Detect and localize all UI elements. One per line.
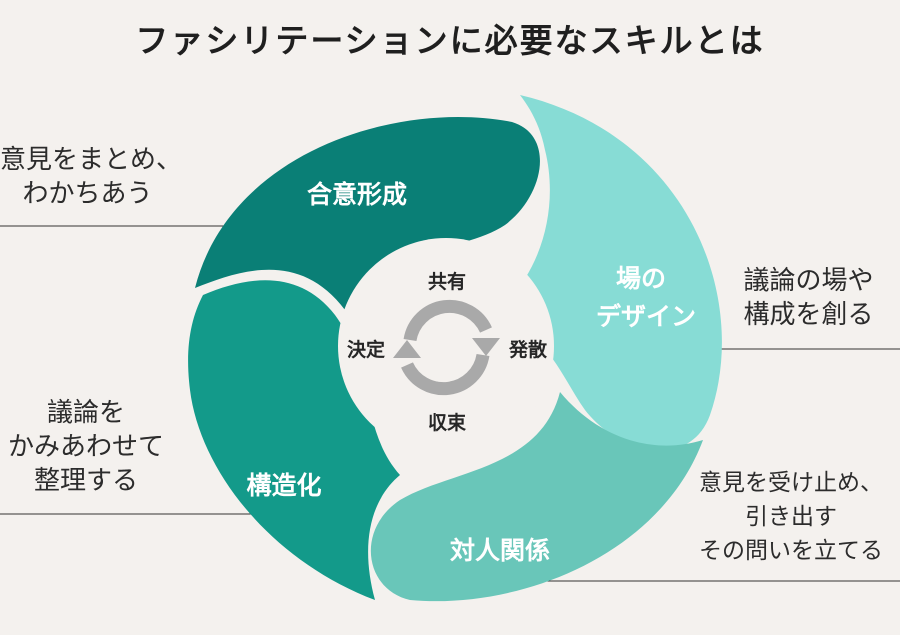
center-label-converge: 収束: [428, 412, 467, 434]
segment-label-place-line2: デザイン: [596, 302, 696, 331]
description-relations-line1: 意見を受け止め、: [699, 470, 883, 496]
description-relations: 意見を受け止め、 引き出す その問いを立てる: [684, 466, 898, 568]
center-label-share: 共有: [428, 270, 466, 293]
cycle-arrows-icon: [393, 299, 500, 396]
center-label-decide: 決定: [347, 338, 385, 361]
description-place-line2: 構成を創る: [743, 300, 874, 330]
segment-relations: [370, 392, 703, 602]
description-consensus-line2: わかちあう: [22, 179, 153, 209]
description-structure: 議論を かみあわせて 整理する: [0, 396, 172, 498]
description-place-line1: 議論の場や: [743, 266, 874, 296]
center-label-diverge: 発散: [508, 338, 547, 361]
description-consensus: 意見をまとめ、 わかちあう: [0, 143, 183, 211]
description-relations-line2: 引き出す: [745, 504, 837, 530]
description-structure-line3: 整理する: [33, 466, 138, 496]
segment-label-relations: 対人関係: [450, 536, 550, 565]
description-structure-line2: かみあわせて: [7, 432, 164, 462]
page-title: ファシリテーションに必要なスキルとは: [135, 21, 765, 60]
description-relations-line3: その問いを立てる: [699, 538, 883, 564]
segment-label-consensus: 合意形成: [307, 180, 407, 209]
segment-place-design: [490, 95, 722, 451]
description-place: 議論の場や 構成を創る: [721, 264, 896, 332]
segment-label-place-line1: 場の: [616, 264, 666, 293]
description-structure-line1: 議論を: [46, 398, 125, 428]
description-consensus-line1: 意見をまとめ、: [0, 145, 183, 175]
segment-label-structure: 構造化: [246, 471, 321, 500]
segment-consensus: [195, 117, 540, 310]
center-circle: [338, 238, 554, 454]
